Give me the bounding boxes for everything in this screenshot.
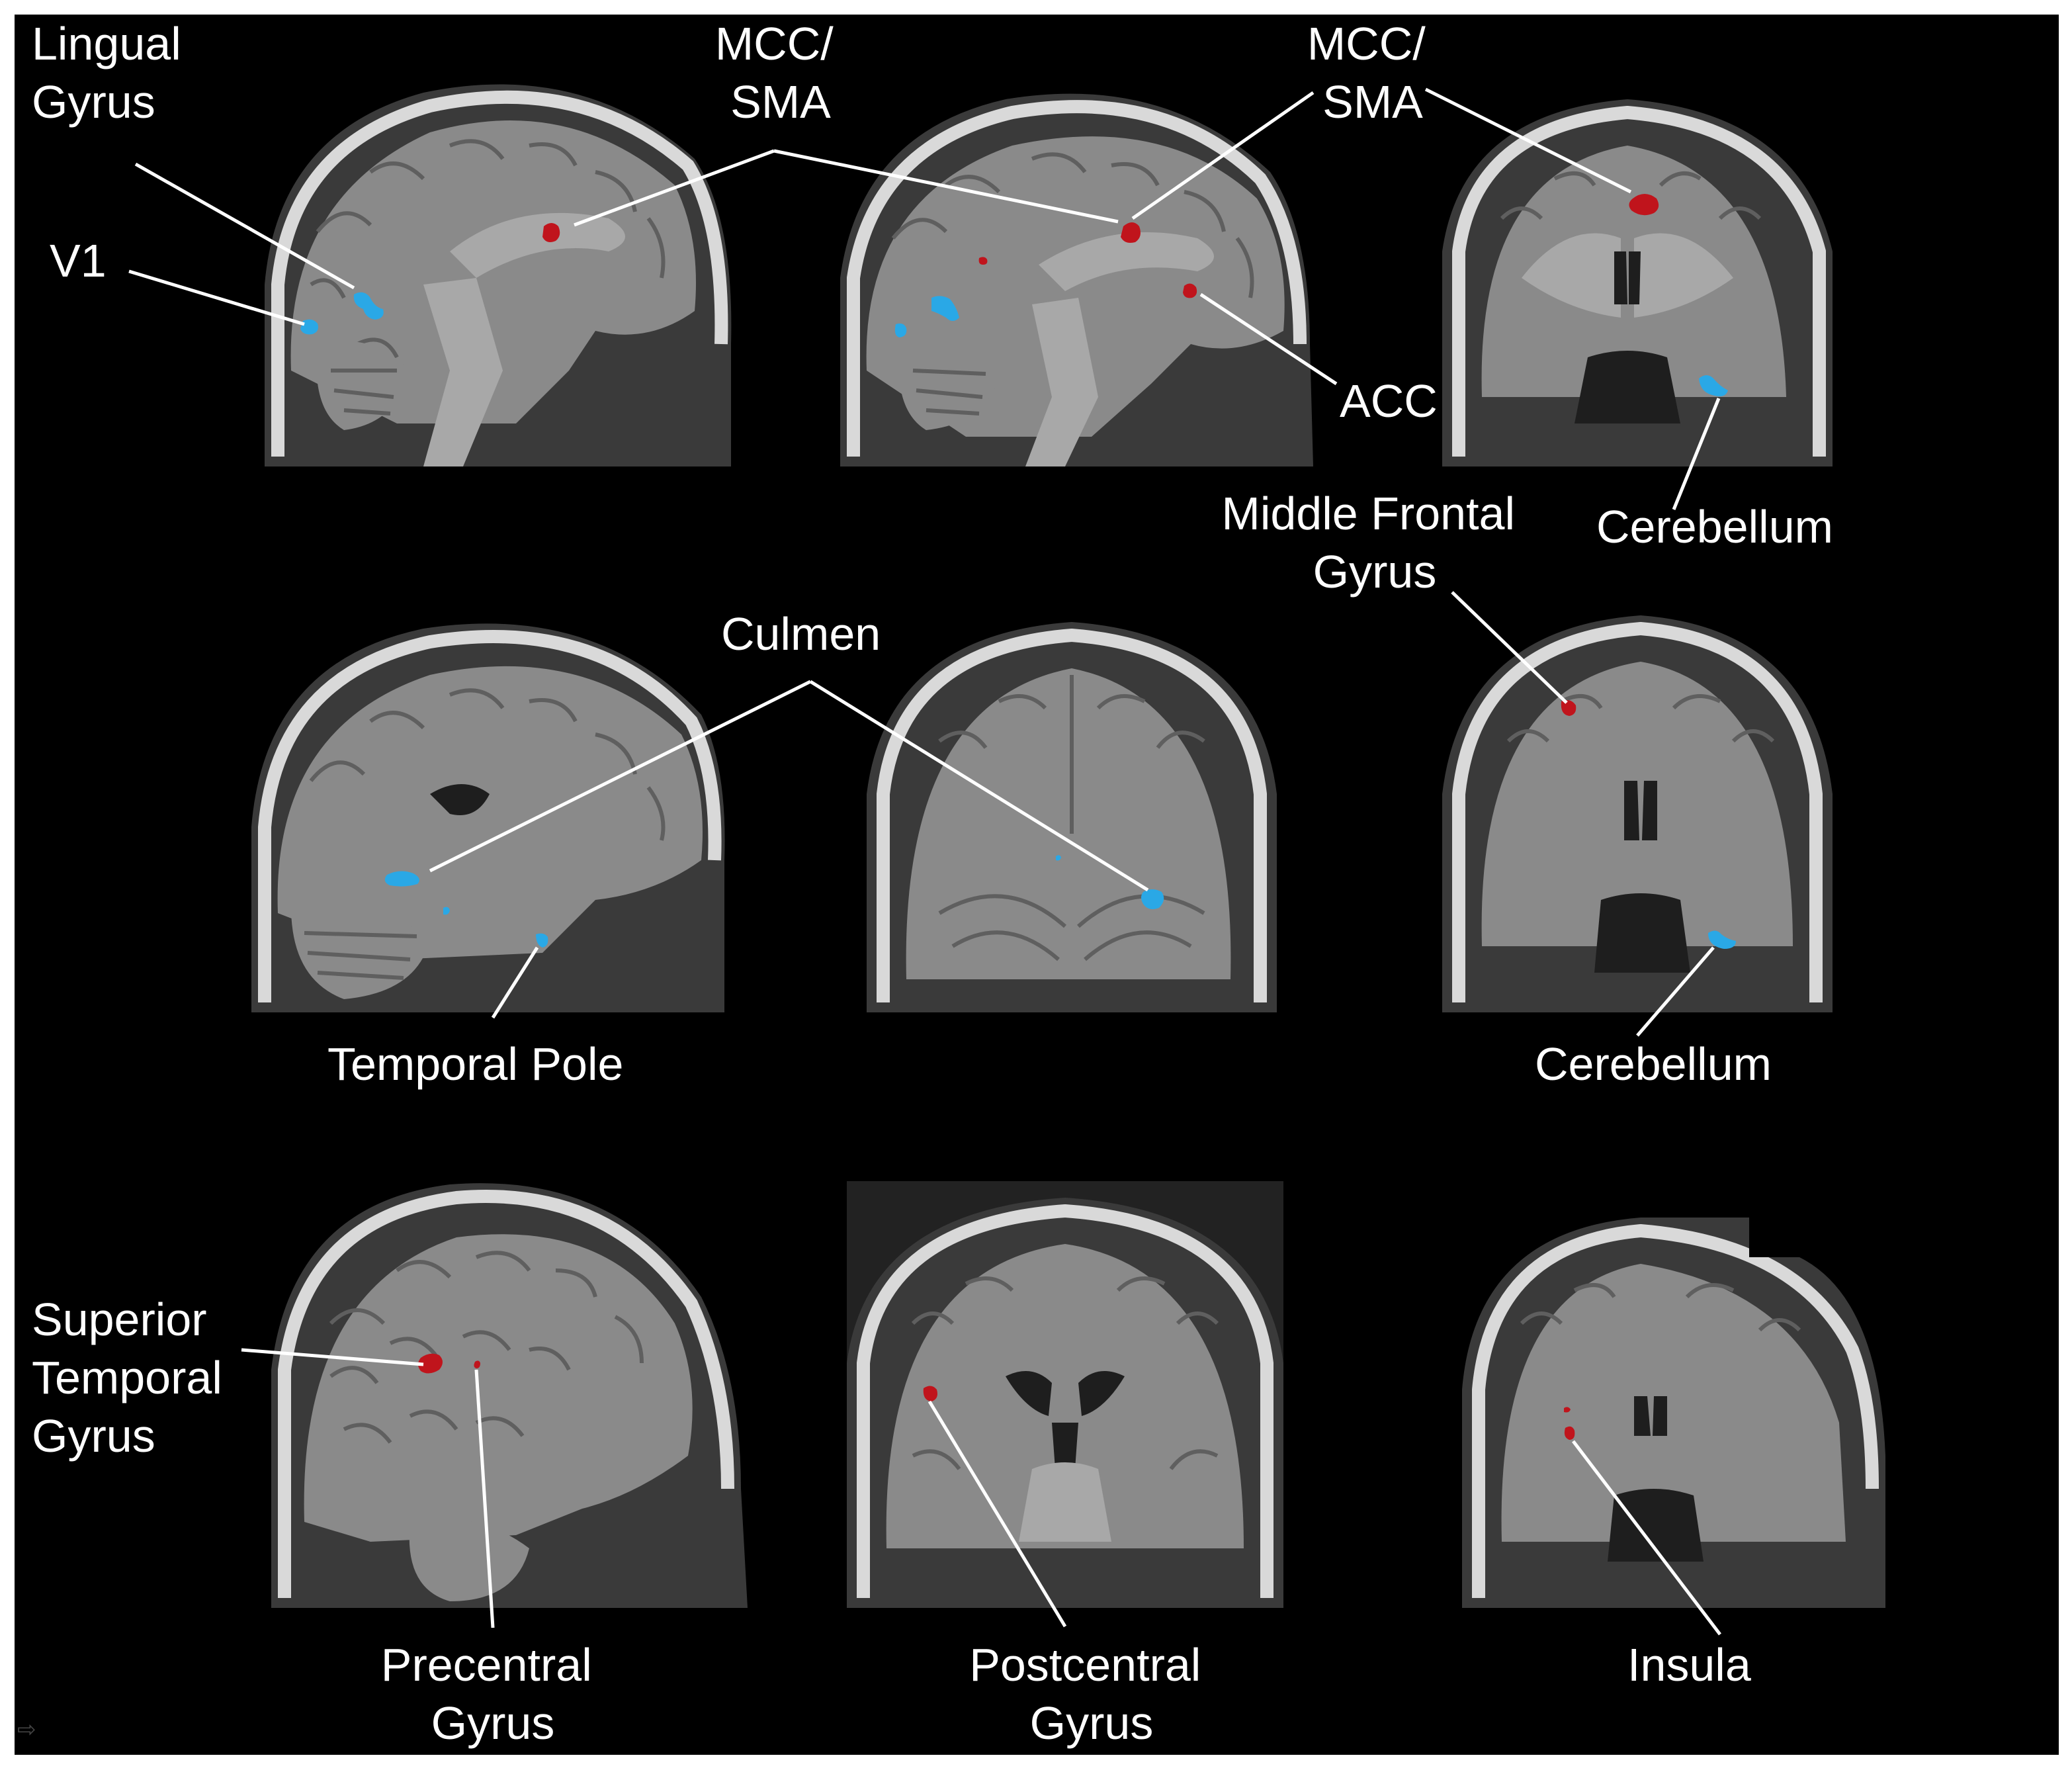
label-precentral-gyrus: Precentral Gyrus	[381, 1639, 605, 1749]
activation-blue	[536, 933, 548, 948]
label-mcc-sma-2: MCC/ SMA	[1307, 18, 1438, 128]
activation-red	[1564, 1407, 1571, 1413]
activation-red	[1564, 1426, 1575, 1440]
mri-slice-sagittal-4	[271, 1183, 748, 1608]
activation-red	[1121, 222, 1141, 243]
activation-red	[978, 257, 988, 265]
activation-red	[1183, 283, 1197, 298]
activation-red	[542, 223, 560, 242]
label-superior-temporal-gyrus: Superior Temporal Gyrus	[32, 1294, 235, 1462]
label-mcc-sma-1: MCC/ SMA	[715, 18, 846, 128]
label-lingual-gyrus: Lingual Gyrus	[32, 18, 194, 128]
activation-blue	[931, 296, 959, 321]
activation-blue	[443, 907, 450, 915]
label-temporal-pole: Temporal Pole	[327, 1038, 623, 1090]
mri-slice-sagittal-1	[265, 84, 732, 466]
activation-red	[474, 1360, 480, 1368]
activation-red	[923, 1386, 937, 1401]
activation-blue	[1699, 375, 1728, 396]
mri-slice-coronal-1	[1442, 99, 1833, 466]
mri-slice-sagittal-2	[840, 93, 1313, 466]
label-cerebellum-2: Cerebellum	[1535, 1038, 1772, 1090]
label-cerebellum-1: Cerebellum	[1596, 501, 1833, 553]
activation-blue	[1056, 855, 1061, 861]
leader-lines	[128, 87, 1721, 1636]
activation-blue	[384, 871, 419, 887]
activation-red	[1629, 194, 1659, 216]
label-acc: ACC	[1340, 375, 1438, 427]
mri-slice-coronal-3	[1442, 615, 1833, 1012]
corner-arrow-icon: ⇨	[17, 1716, 36, 1743]
mri-slice-sagittal-3	[251, 623, 725, 1012]
image-mask-block	[1749, 1211, 1835, 1257]
label-culmen: Culmen	[721, 608, 881, 660]
activation-red	[1561, 700, 1576, 716]
mri-slice-coronal-2	[867, 622, 1277, 1012]
label-middle-frontal-gyrus: Middle Frontal Gyrus	[1222, 488, 1528, 598]
activation-blue	[353, 292, 384, 320]
activation-blue	[300, 319, 318, 335]
label-insula: Insula	[1627, 1639, 1751, 1691]
mri-slice-coronal-5	[1462, 1218, 1885, 1608]
activation-blue	[1141, 889, 1164, 909]
activation-red	[418, 1353, 443, 1374]
label-v1: V1	[50, 235, 107, 287]
mri-slice-coronal-4	[847, 1181, 1283, 1608]
activation-blue	[1708, 930, 1736, 949]
activation-blue	[894, 323, 907, 337]
label-postcentral-gyrus: Postcentral Gyrus	[969, 1639, 1214, 1749]
